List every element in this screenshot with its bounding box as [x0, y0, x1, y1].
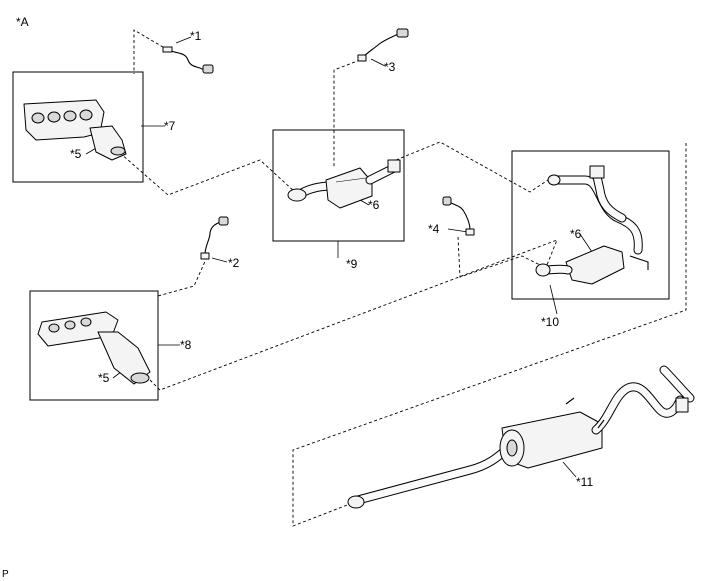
dashed-connection-lines — [119, 29, 687, 527]
callout-8: *8 — [180, 338, 192, 352]
callout-10: *10 — [541, 315, 559, 329]
view-label: *A — [16, 15, 29, 29]
callout-6-front: *6 — [368, 198, 380, 212]
frame-rear-converter — [511, 150, 670, 300]
rear-converter-icon — [535, 165, 649, 285]
callout-3: *3 — [384, 60, 396, 74]
front-converter-icon — [287, 159, 401, 209]
exhaust-manifold-lower-icon — [37, 311, 151, 385]
frame-manifest-upper — [12, 71, 144, 183]
callout-5-lower: *5 — [98, 371, 110, 385]
oxygen-sensor-3-icon — [357, 28, 409, 62]
callout-6-rear: *6 — [570, 227, 582, 241]
oxygen-sensor-2-icon — [200, 216, 229, 260]
oxygen-sensor-4-icon — [442, 196, 475, 236]
callout-9: *9 — [346, 257, 358, 271]
frame-front-converter — [272, 129, 405, 242]
tail-pipe-muffler-icon — [347, 365, 695, 509]
callout-7: *7 — [164, 119, 176, 133]
exhaust-manifold-upper-icon — [23, 99, 127, 161]
callout-2: *2 — [228, 256, 240, 270]
callout-1: *1 — [190, 29, 202, 43]
frame-manifest-lower — [29, 290, 159, 401]
leader-lines — [85, 36, 593, 478]
callout-5-upper: *5 — [70, 147, 82, 161]
footer-code: P — [2, 569, 9, 580]
callout-11: *11 — [576, 475, 593, 489]
callout-4: *4 — [428, 222, 440, 236]
oxygen-sensor-1-icon — [162, 46, 214, 74]
